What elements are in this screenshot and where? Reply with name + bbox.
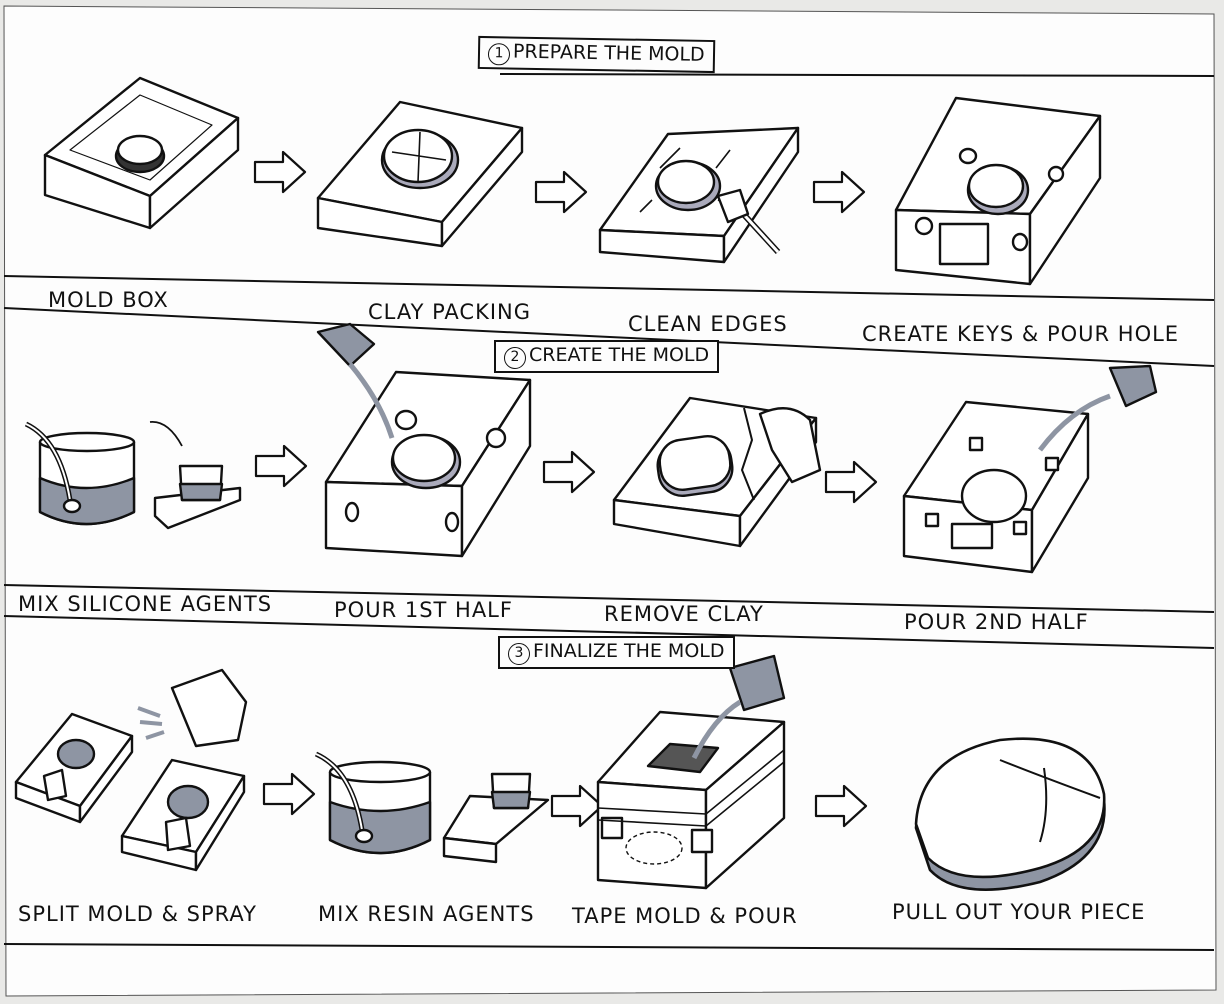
step-label: POUR 2ND HALF bbox=[904, 610, 1089, 634]
pour-first-half-illustration bbox=[316, 322, 532, 558]
section-title-text: CREATE THE MOLD bbox=[529, 344, 710, 366]
step-label: MIX RESIN AGENTS bbox=[318, 902, 535, 926]
step-label: TAPE MOLD & POUR bbox=[572, 904, 798, 928]
create-keys-illustration bbox=[894, 96, 1102, 286]
mix-silicone-illustration bbox=[24, 421, 242, 530]
split-mold-illustration bbox=[14, 668, 248, 872]
section-number: 2 bbox=[504, 347, 526, 369]
finished-mouse-illustration bbox=[914, 737, 1106, 891]
clay-packing-illustration bbox=[316, 100, 524, 248]
step-label: MOLD BOX bbox=[48, 288, 169, 312]
step-label: REMOVE CLAY bbox=[604, 602, 764, 626]
step-label: SPLIT MOLD & SPRAY bbox=[18, 902, 257, 926]
remove-clay-illustration bbox=[612, 396, 822, 548]
step-label: CREATE KEYS & POUR HOLE bbox=[862, 322, 1180, 346]
step-label: PULL OUT YOUR PIECE bbox=[892, 900, 1146, 924]
step-label: POUR 1ST HALF bbox=[334, 598, 513, 622]
clean-edges-illustration bbox=[598, 126, 800, 264]
section-number: 3 bbox=[508, 643, 530, 665]
divider-line bbox=[3, 275, 1215, 301]
section-title-text: PREPARE THE MOLD bbox=[512, 40, 705, 66]
step-label: CLEAN EDGES bbox=[628, 312, 788, 336]
mix-resin-illustration bbox=[314, 751, 550, 864]
pour-second-half-illustration bbox=[902, 364, 1158, 574]
tape-mold-illustration bbox=[596, 654, 786, 890]
mold-box-illustration bbox=[43, 76, 240, 230]
step-label: MIX SILICONE AGENTS bbox=[18, 592, 273, 616]
section-number: 1 bbox=[487, 43, 511, 66]
step-label: CLAY PACKING bbox=[368, 300, 532, 324]
section-title-text: FINALIZE THE MOLD bbox=[533, 640, 725, 662]
